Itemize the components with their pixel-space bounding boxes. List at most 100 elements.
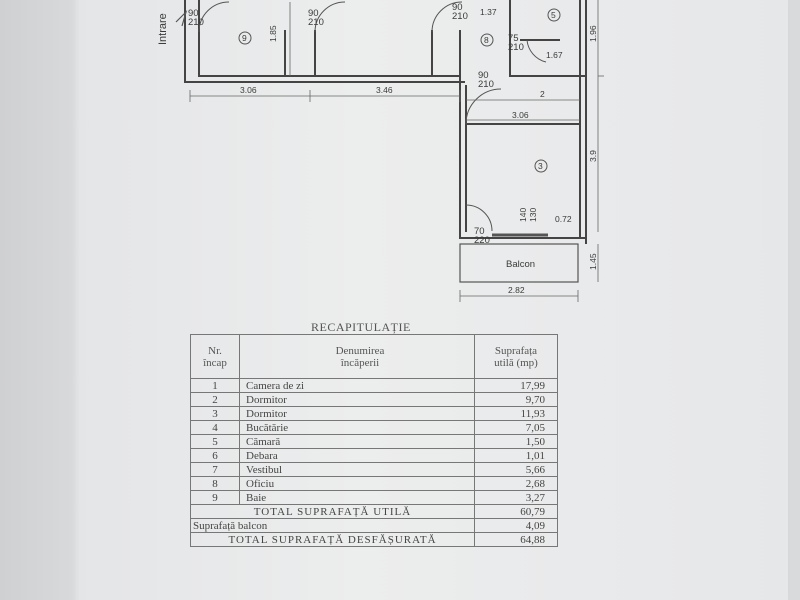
entrance-arrow-icon [175,9,188,27]
door-label-top: 90 [308,8,319,19]
dim-label: 3.06 [512,110,529,120]
dim-label: 1.45 [588,253,598,270]
recap-title: RECAPITULAȚIE [311,320,411,334]
row-area: 7,05 [474,420,558,435]
door-arc [431,1,463,33]
dim-label: 1.96 [588,25,598,42]
room-number: 9 [242,33,247,43]
row-name: Cămară [239,434,475,449]
balcony-label: Balcon [506,259,535,270]
total-desf-row: TOTAL SUPRAFAȚĂ DESFĂȘURATĂ 64,88 [190,532,558,547]
balcony-area-value: 4,09 [474,518,558,533]
room-number-marker [238,31,252,45]
wall-room8 [509,0,585,77]
door-label-bottom: 210 [308,17,324,28]
row-area: 1,50 [474,434,558,449]
dim-label: 1.85 [268,25,278,42]
door-label-top: 90 [452,2,463,13]
header-name: Denumirea încăperii [239,334,475,379]
door-label-bottom: 210 [478,79,494,90]
door-label-top: 90 [478,70,489,81]
door-label-top: 90 [188,8,199,19]
row-name: Dormitor [239,406,475,421]
wall-bottom-left [184,0,465,83]
floor-plan: Intrare 3.06 3.46 1.37 1.85 1.96 1.67 2 … [157,0,604,302]
total-util-label: TOTAL SUPRAFAȚĂ UTILĂ [190,504,475,519]
row-nr: 6 [190,448,240,463]
header-nr-line1: Nr. [208,344,222,357]
row-nr: 4 [190,420,240,435]
door-arc [314,1,346,33]
row-nr: 3 [190,406,240,421]
row-area: 9,70 [474,392,558,407]
dim-label: 1.37 [480,7,497,17]
room-number-marker [547,8,561,22]
header-nr-line2: încap [203,356,227,369]
row-area: 2,68 [474,476,558,491]
row-area: 3,27 [474,490,558,505]
door-arc [526,39,547,63]
room-number: 3 [538,161,543,171]
row-area: 11,93 [474,406,558,421]
row-nr: 2 [190,392,240,407]
header-name-line2: încăperii [340,356,380,369]
room-number-marker [534,159,548,173]
dim-label: 3.9 [588,150,598,162]
entrance-label: Intrare [157,13,169,45]
row-nr: 1 [190,378,240,393]
row-name: Bucătărie [239,420,475,435]
row-area: 5,66 [474,462,558,477]
room-number: 8 [484,35,489,45]
total-desf-value: 64,88 [474,532,558,547]
door-arc [465,88,502,125]
header-area-line1: Suprafața [494,344,538,357]
dim-label: 3.46 [376,85,393,95]
window-label-bottom: 130 [528,208,538,222]
table-header-row: Nr. încap Denumirea încăperii Suprafața … [190,334,558,379]
row-name: Dormitor [239,392,475,407]
room-number: 5 [551,10,556,20]
dim-label: 3.06 [240,85,257,95]
wall-inner-left [198,0,460,77]
row-name: Oficiu [239,476,475,491]
door-label-top: 70 [474,226,485,237]
total-util-row: TOTAL SUPRAFAȚĂ UTILĂ 60,79 [190,504,558,519]
total-desf-label: TOTAL SUPRAFAȚĂ DESFĂȘURATĂ [190,532,475,547]
row-name: Debara [239,448,475,463]
row-nr: 8 [190,476,240,491]
door-label-bottom: 210 [188,17,204,28]
wall-room3-left [459,30,585,239]
row-nr: 9 [190,490,240,505]
header-name-line1: Denumirea [335,344,385,357]
header-nr: Nr. încap [190,334,240,379]
dim-label: 2.82 [508,285,525,295]
balcony-outline [459,243,579,283]
window-label-top: 140 [518,208,528,222]
row-name: Baie [239,490,475,505]
row-name: Camera de zi [239,378,475,393]
door-label-bottom: 210 [508,42,524,53]
room-number-marker [480,33,494,47]
row-area: 17,99 [474,378,558,393]
header-area-line2: utilă (mp) [494,356,538,369]
row-name: Vestibul [239,462,475,477]
door-arc [465,204,493,232]
header-area: Suprafața utilă (mp) [474,334,558,379]
balcony-area-label: Suprafață balcon [190,518,475,533]
dim-label: 1.67 [546,50,563,60]
door-label-bottom: 220 [474,235,490,246]
recap-table: Nr. încap Denumirea încăperii Suprafața … [190,334,558,547]
door-label-top: 75 [508,33,519,44]
door-label-bottom: 210 [452,11,468,22]
row-area: 1,01 [474,448,558,463]
dim-label: 0.72 [555,214,572,224]
total-util-value: 60,79 [474,504,558,519]
